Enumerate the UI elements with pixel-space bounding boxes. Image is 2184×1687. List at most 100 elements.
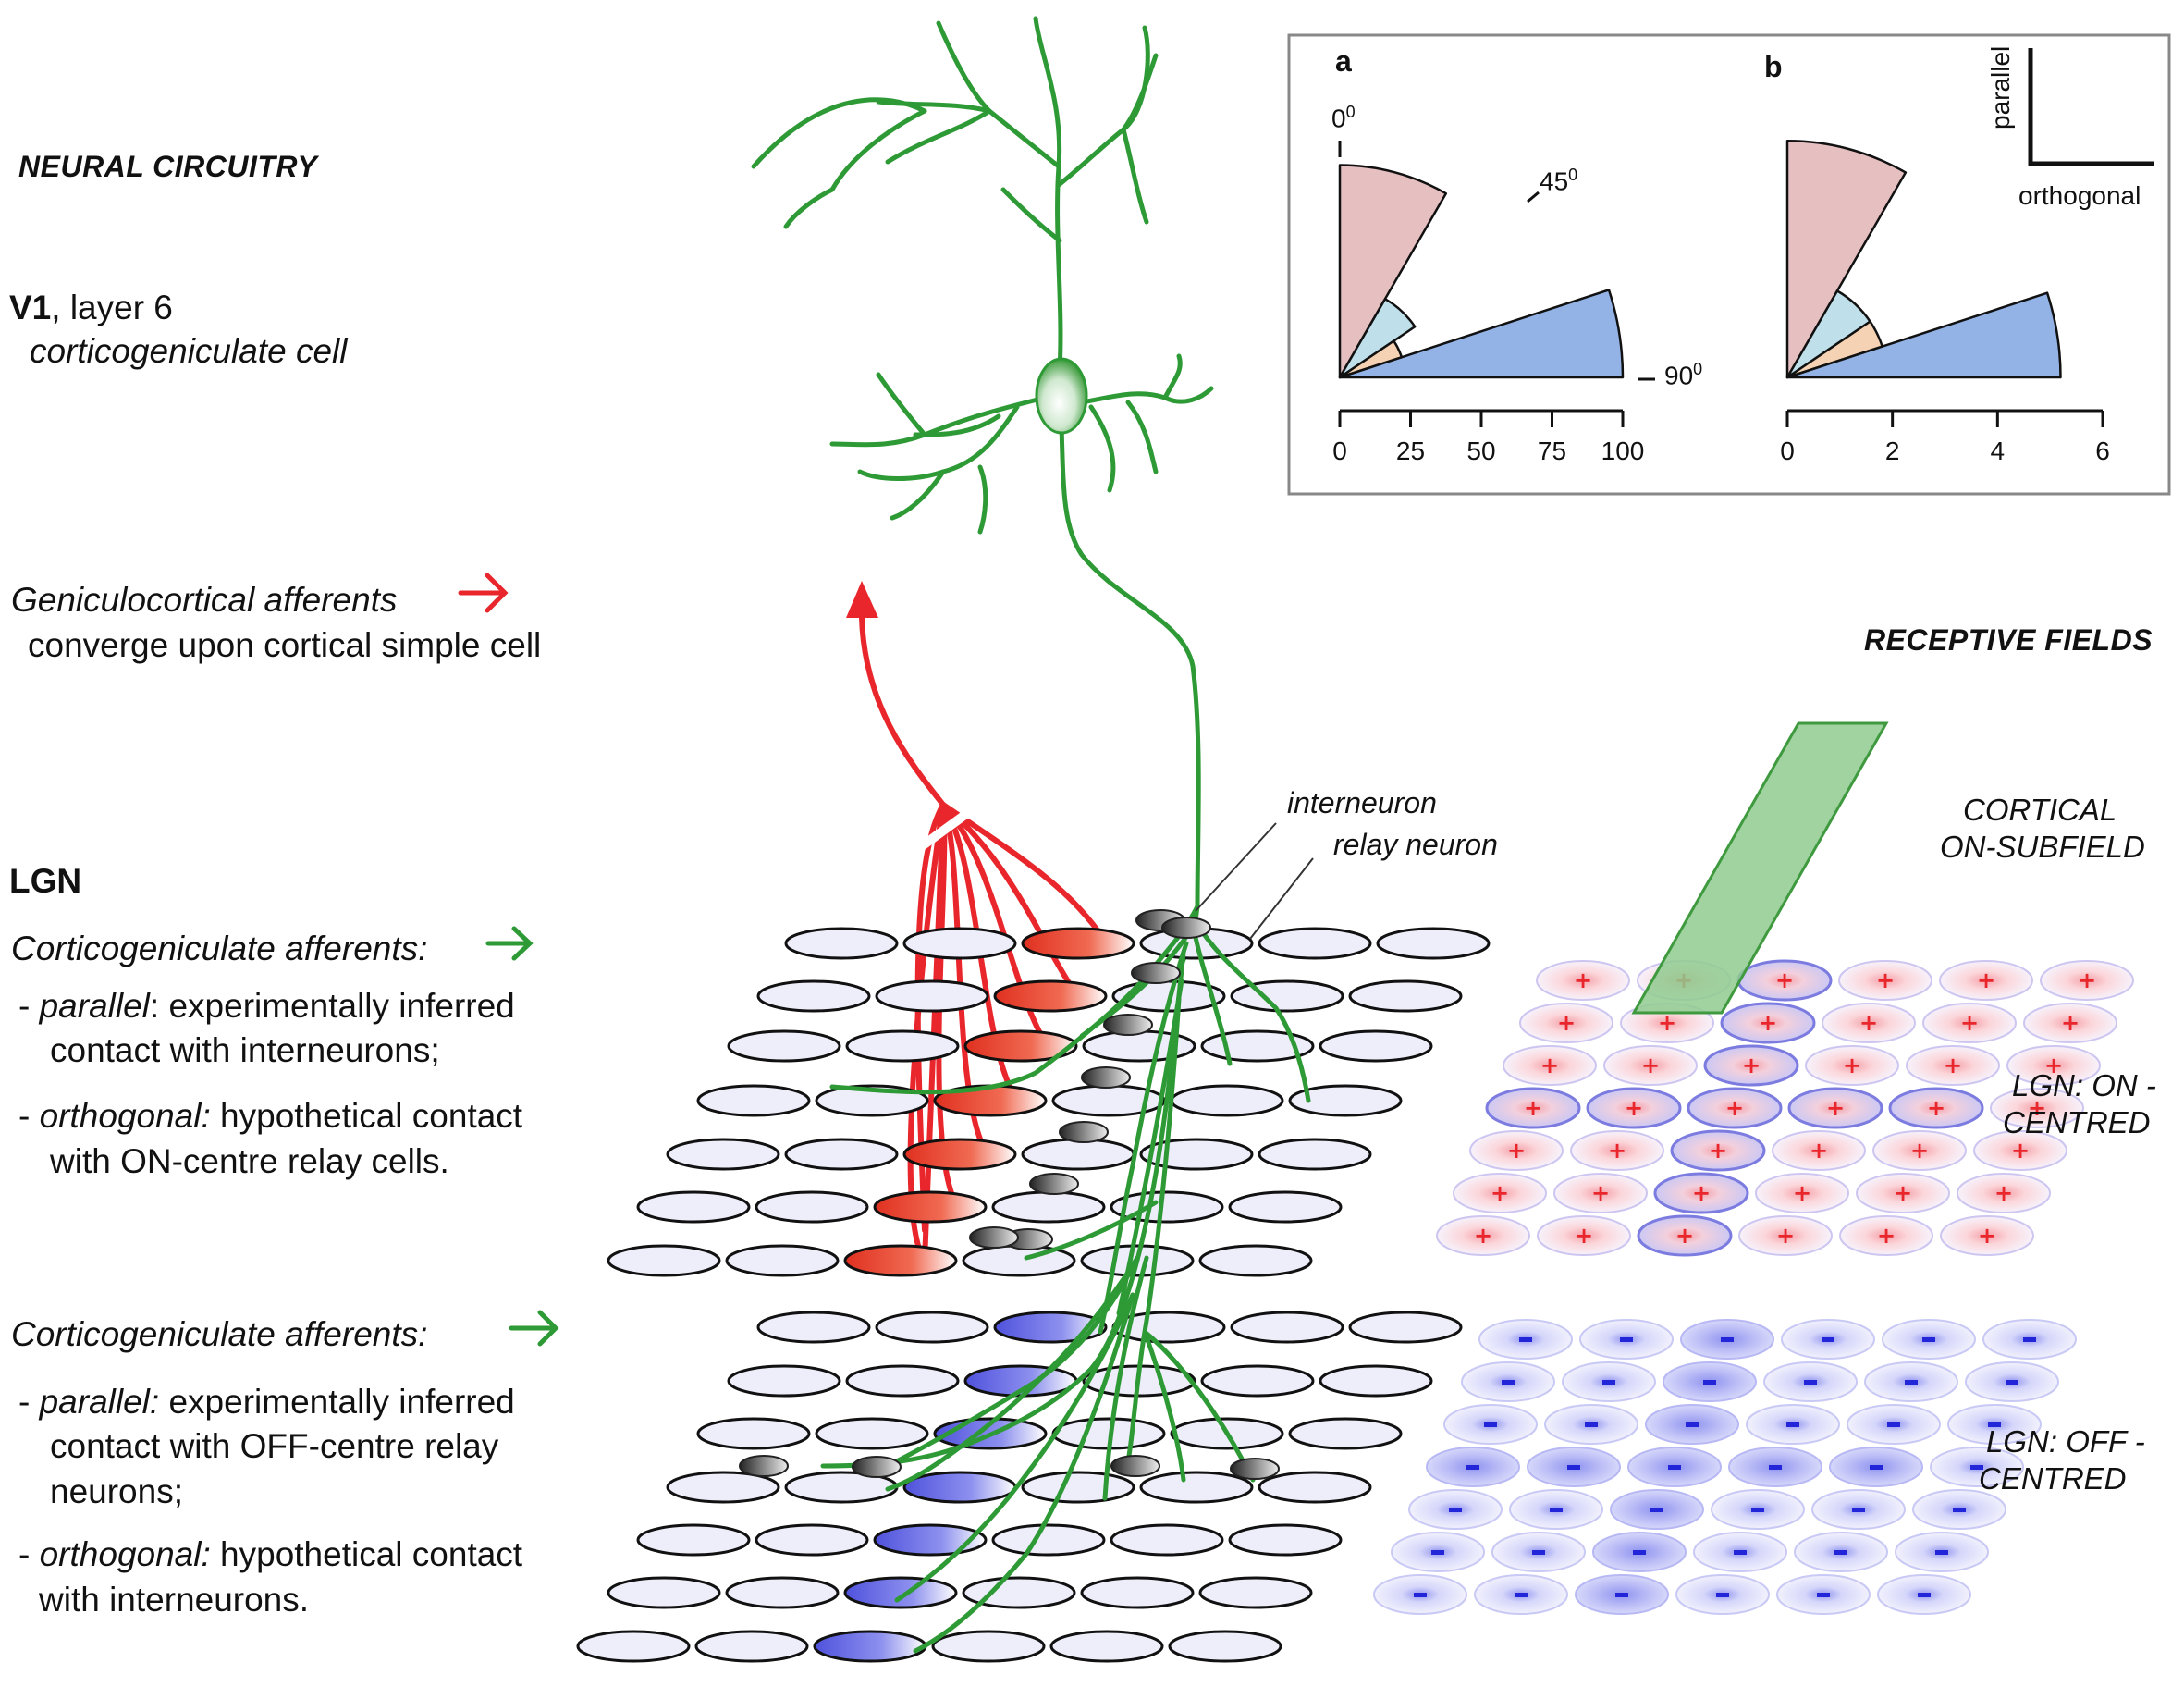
on-centre-plus-icon: + xyxy=(2078,967,2096,993)
off-centre-minus-icon xyxy=(1817,1593,1830,1597)
lgn-cell xyxy=(636,1523,751,1557)
corticogeniculate-branch xyxy=(1190,913,1311,1103)
apical-branch xyxy=(1121,127,1149,225)
on-centre-plus-icon: + xyxy=(1877,1223,1896,1249)
block1-item1: - parallel: experimentally inferred xyxy=(18,987,515,1025)
axis-tick-label: 75 xyxy=(1538,437,1566,465)
on-centre-plus-icon: + xyxy=(1775,967,1794,993)
on-centre-rf xyxy=(1670,1129,1766,1172)
angle-90-value: 90 xyxy=(1664,361,1694,390)
off-centre-minus-icon xyxy=(1769,1465,1782,1470)
on-centre-plus-icon: + xyxy=(1675,1223,1694,1249)
off-centre-minus-icon xyxy=(1822,1337,1834,1342)
lgn-cell xyxy=(727,1364,841,1398)
soma xyxy=(1035,357,1088,435)
apical-branch xyxy=(783,187,835,229)
off-centre-minus-icon xyxy=(1852,1508,1865,1512)
axis-tick-label: 0 xyxy=(1780,437,1795,465)
on-centre-rf xyxy=(1469,1130,1564,1171)
lgn-cell xyxy=(1230,1311,1344,1344)
on-centre-plus-icon: + xyxy=(1591,1180,1610,1206)
corticogeniculate-branch xyxy=(1102,1255,1149,1501)
on-centre-plus-icon: + xyxy=(1826,1095,1845,1121)
corticogeniculate-branch xyxy=(1024,1200,1159,1261)
on-centre-plus-icon: + xyxy=(1474,1223,1492,1249)
synapse-terminal xyxy=(1103,1014,1153,1036)
inset-frame xyxy=(1287,33,2171,496)
polar-sector xyxy=(1338,164,1448,379)
lgn-cell xyxy=(784,927,899,960)
on-centre-rf xyxy=(1940,1215,2034,1256)
apical-branch xyxy=(876,99,992,114)
off-centred-label-1: LGN: OFF - xyxy=(1986,1424,2145,1459)
off-centre-minus-icon xyxy=(1620,1337,1633,1342)
angle-45-tick xyxy=(1527,191,1540,203)
polar-sector xyxy=(1338,289,1625,379)
synapse-terminal xyxy=(1059,1121,1109,1143)
interneuron-callout: interneuron xyxy=(1287,786,1437,819)
lgn-cell xyxy=(845,1029,960,1063)
off-centre-minus-icon xyxy=(1585,1422,1598,1427)
off-centre-minus-icon xyxy=(1887,1422,1900,1427)
lgn-cell xyxy=(607,1576,721,1609)
off-centre-minus-icon xyxy=(1650,1508,1663,1512)
relay-neuron-leader xyxy=(1249,857,1314,940)
lgn-cell xyxy=(1021,1138,1135,1171)
lgn-cell xyxy=(725,1244,840,1277)
corticogeniculate-branch xyxy=(1079,931,1191,1039)
lgn-cell xyxy=(576,1630,691,1663)
on-centre-rf xyxy=(1957,1173,2051,1213)
on-centre-rf xyxy=(1720,1002,1816,1044)
axon xyxy=(1059,423,1201,909)
off-centre-minus-icon xyxy=(1935,1550,1948,1555)
geniculocortical-arrow-icon xyxy=(458,573,509,613)
synapse-terminal xyxy=(852,1456,902,1478)
lgn-cell xyxy=(666,1471,780,1504)
angle-0-value: 0 xyxy=(1331,104,1346,133)
lgn-cell xyxy=(1198,1244,1313,1277)
off-centre-minus-icon xyxy=(1414,1593,1427,1597)
on-centre-plus-icon: + xyxy=(1859,1010,1878,1036)
corticogeniculate-branches xyxy=(820,904,1311,1654)
block1-item2-text: hypothetical contact xyxy=(210,1097,523,1135)
off-relay-cell xyxy=(873,1523,988,1557)
off-centre-minus-icon xyxy=(1716,1593,1729,1597)
on-centre-plus-icon: + xyxy=(1574,967,1592,993)
lgn-cell xyxy=(845,1364,960,1398)
on-centre-rf xyxy=(1990,1088,2084,1128)
cortical-on-subfield xyxy=(1631,721,1889,1015)
block2-item2-line2: with interneurons. xyxy=(39,1581,310,1619)
axis-tick-label: 4 xyxy=(1991,437,2006,465)
apical-branch xyxy=(829,108,927,192)
on-centre-rf xyxy=(1586,1087,1682,1129)
polar-sector xyxy=(1785,291,2062,379)
lgn-cell xyxy=(1228,1523,1343,1557)
off-centre-minus-icon xyxy=(1449,1508,1462,1512)
corticogeniculate-branch xyxy=(1123,996,1182,1473)
corticogeniculate-branch xyxy=(829,904,1200,1095)
on-centre-rf xyxy=(1570,1130,1664,1171)
block2-item2: - orthogonal: hypothetical contact xyxy=(18,1535,523,1573)
on-centre-plus-icon: + xyxy=(1977,967,1995,993)
basal-dendrite xyxy=(1125,400,1159,474)
corticogeniculate-branch xyxy=(913,1292,1135,1654)
off-centre-minus-icon xyxy=(1953,1508,1966,1512)
off-centre-minus-icon xyxy=(1431,1550,1444,1555)
cortical-subfield-label-2: ON-SUBFIELD xyxy=(1940,830,2145,864)
lgn-cell xyxy=(696,1417,811,1450)
on-relay-cell xyxy=(993,979,1108,1013)
on-centre-plus-icon: + xyxy=(1608,1138,1626,1164)
geniculocortical-ascending-axon xyxy=(859,615,946,807)
apical-branch xyxy=(1121,25,1150,132)
corticogeniculate-branch xyxy=(1142,1329,1186,1483)
on-centre-plus-icon: + xyxy=(1625,1095,1643,1121)
off-centre-minus-icon xyxy=(1834,1550,1847,1555)
off-centred-label-2: CENTRED xyxy=(1979,1461,2127,1496)
lgn-cell xyxy=(1288,1417,1403,1450)
on-centre-plus-icon: + xyxy=(1575,1223,1593,1249)
on-centre-plus-icon: + xyxy=(1709,1138,1727,1164)
on-centre-rf xyxy=(1738,1215,1833,1256)
lgn-cell xyxy=(1139,1471,1254,1504)
on-centre-rf xyxy=(2006,1045,2101,1086)
